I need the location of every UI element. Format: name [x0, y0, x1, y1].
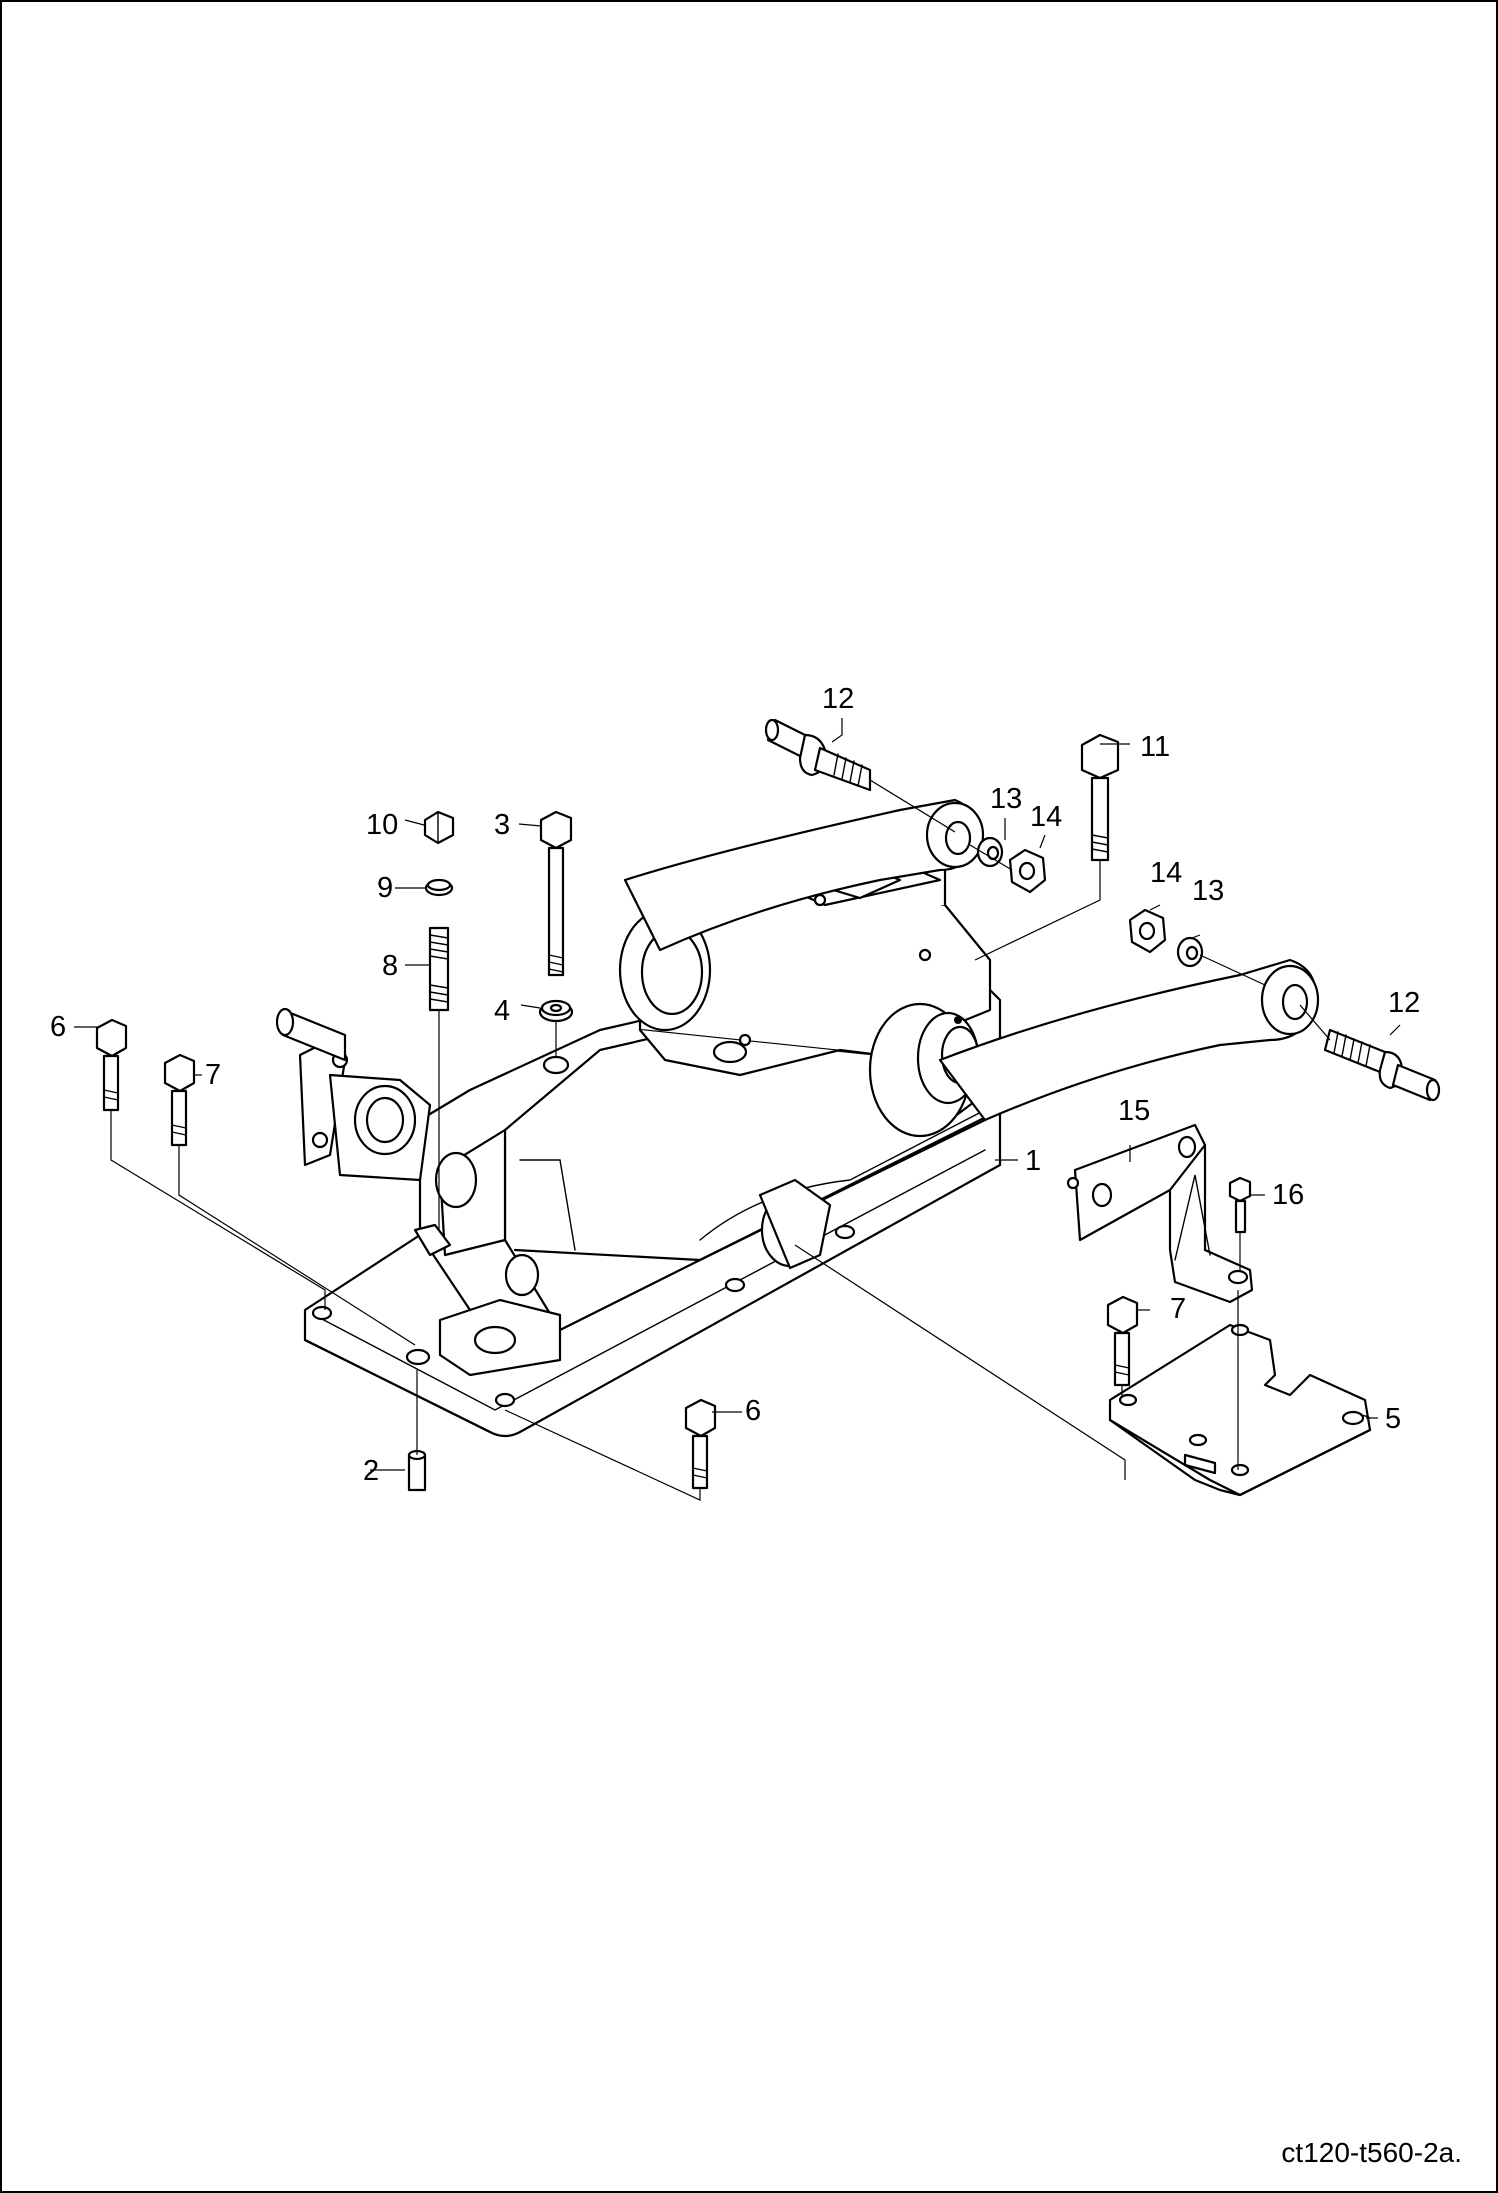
callout-10: 10 — [366, 809, 398, 841]
callout-11: 11 — [1140, 731, 1170, 763]
bolt-16 — [1228, 1176, 1252, 1470]
callout-6b: 6 — [745, 1395, 761, 1427]
bolt-7-right — [1106, 1295, 1139, 1398]
callout-1: 1 — [1025, 1145, 1041, 1177]
callout-12b: 12 — [1388, 987, 1420, 1019]
callout-7b: 7 — [1170, 1293, 1186, 1325]
pin-12-lower — [1299, 1004, 1441, 1102]
washer-nut-lower — [1128, 908, 1266, 986]
bolt-3 — [539, 810, 573, 977]
pin-12-upper — [764, 718, 956, 833]
callout-6a: 6 — [50, 1011, 66, 1043]
plate-5 — [1108, 1323, 1372, 1497]
callout-12a: 12 — [822, 683, 854, 715]
drawing-code: ct120-t560-2a. — [1281, 2137, 1462, 2168]
bracket-15 — [1066, 1123, 1254, 1304]
callout-9: 9 — [377, 872, 393, 904]
washer-nut-upper — [969, 836, 1047, 894]
callout-13a: 13 — [990, 783, 1022, 815]
callout-13b: 13 — [1192, 875, 1224, 907]
bolt-7-left — [163, 1053, 416, 1346]
callout-leaders — [74, 718, 1401, 1471]
pin-2 — [407, 1370, 427, 1492]
callout-2: 2 — [363, 1455, 379, 1487]
nut-10 — [423, 810, 455, 845]
bolt-6-left — [95, 1018, 326, 1310]
callout-5: 5 — [1385, 1403, 1401, 1435]
callout-8: 8 — [382, 950, 398, 982]
callout-labels: 1 2 3 4 5 6 6 7 7 8 9 10 11 12 12 13 13 … — [50, 683, 1420, 1487]
callout-14a: 14 — [1030, 801, 1062, 833]
washer-9 — [424, 878, 454, 897]
lift-arm-shaft-assembly — [618, 798, 1320, 1138]
callout-4: 4 — [494, 995, 510, 1027]
stud-8 — [413, 926, 452, 1257]
bolt-6-bottom — [504, 1398, 717, 1501]
callout-14b: 14 — [1150, 857, 1182, 889]
washer-4 — [538, 999, 574, 1075]
bolt-11 — [974, 733, 1120, 961]
callout-16: 16 — [1272, 1179, 1304, 1211]
leader-plate-5 — [794, 1244, 1126, 1480]
callout-15: 15 — [1118, 1095, 1150, 1127]
callout-3: 3 — [494, 809, 510, 841]
callout-7a: 7 — [205, 1059, 221, 1091]
